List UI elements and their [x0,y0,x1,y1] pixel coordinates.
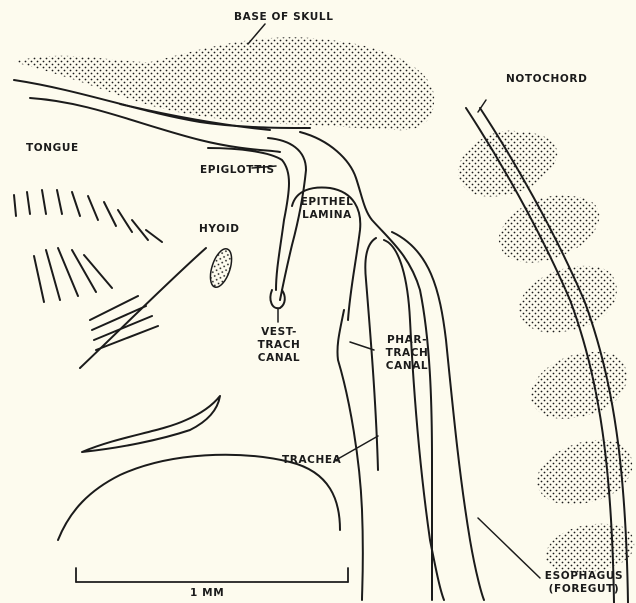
mandible-shape [82,396,220,452]
vest-trach-canal-tip [270,290,284,308]
leader-esophagus [478,518,540,578]
label-epithel-line2: LAMINA [297,209,357,222]
base-of-skull-shape [14,37,434,130]
trachea-inner-line [365,238,378,470]
label-tongue: TONGUE [26,142,79,155]
label-epiglottis: EPIGLOTTIS [200,164,275,177]
muscle-fibers-lower [34,248,158,350]
label-hyoid: HYOID [199,223,240,236]
vertebra-6 [545,524,634,573]
label-base-of-skull: BASE OF SKULL [234,11,334,24]
label-vest-line3: CANAL [252,352,306,365]
esophagus-line-a [384,240,444,600]
mandible-curve-upper [80,248,206,368]
label-phar-line2: TRACH [380,347,434,360]
label-esophagus-line1: ESOPHAGUS [540,570,628,583]
label-esophagus-foregut: ESOPHAGUS (FOREGUT) [540,570,628,596]
vertebra-2 [499,195,600,262]
scale-bar [76,568,348,582]
lower-jaw-curve [58,455,340,540]
muscle-fibers-upper [14,190,162,242]
vertebra-3 [519,266,617,333]
label-notochord: NOTOCHORD [506,73,587,86]
label-vest-trach-canal: VEST- TRACH CANAL [252,326,306,365]
label-vest-line1: VEST- [252,326,306,339]
hyoid-shape [206,246,235,290]
label-vest-line2: TRACH [252,339,306,352]
label-epithel-line1: EPITHEL [297,196,357,209]
label-scale: 1 MM [190,587,224,600]
vertebra-5 [537,440,632,505]
label-phar-trach-canal: PHAR- TRACH CANAL [380,334,434,373]
vertebral-bodies [458,131,634,573]
label-phar-line1: PHAR- [380,334,434,347]
label-trachea: TRACHEA [282,454,341,467]
label-phar-line3: CANAL [380,360,434,373]
label-esophagus-line2: (FOREGUT) [540,583,628,596]
vertebra-1 [458,131,557,197]
label-epithel-lamina: EPITHEL LAMINA [297,196,357,222]
